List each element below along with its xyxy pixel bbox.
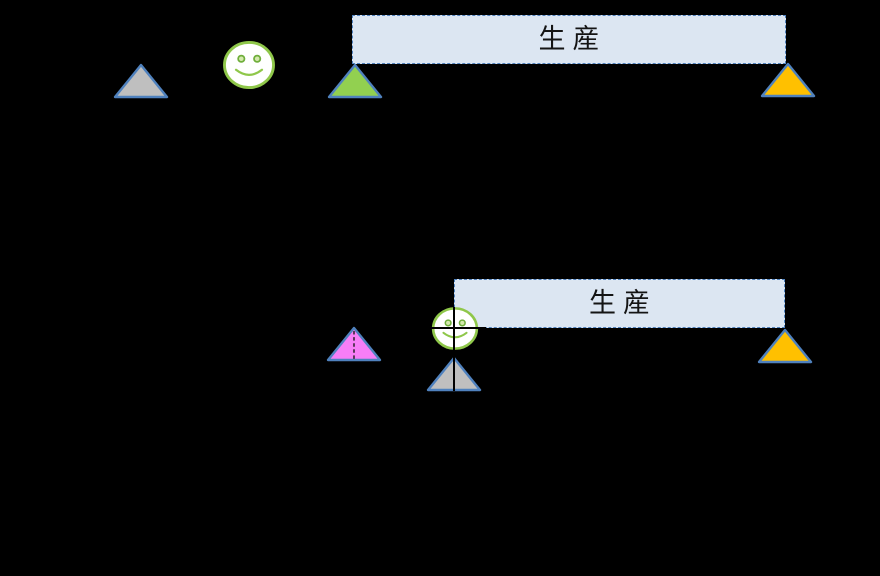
pink-triangle-icon (326, 326, 382, 362)
orange-triangle-icon (760, 62, 816, 98)
green-triangle-icon (327, 63, 383, 99)
gray-triangle-icon (113, 63, 169, 99)
horizontal-reference-line (429, 327, 486, 329)
production-label-bottom: 生産 (589, 288, 657, 319)
production-label-top: 生産 (538, 24, 607, 55)
smiley-face-icon (223, 40, 275, 90)
production-box-top: 生産 (352, 15, 786, 64)
production-box-bottom: 生産 (454, 279, 785, 328)
vertical-reference-line (453, 307, 455, 391)
orange-triangle-icon (757, 328, 813, 364)
